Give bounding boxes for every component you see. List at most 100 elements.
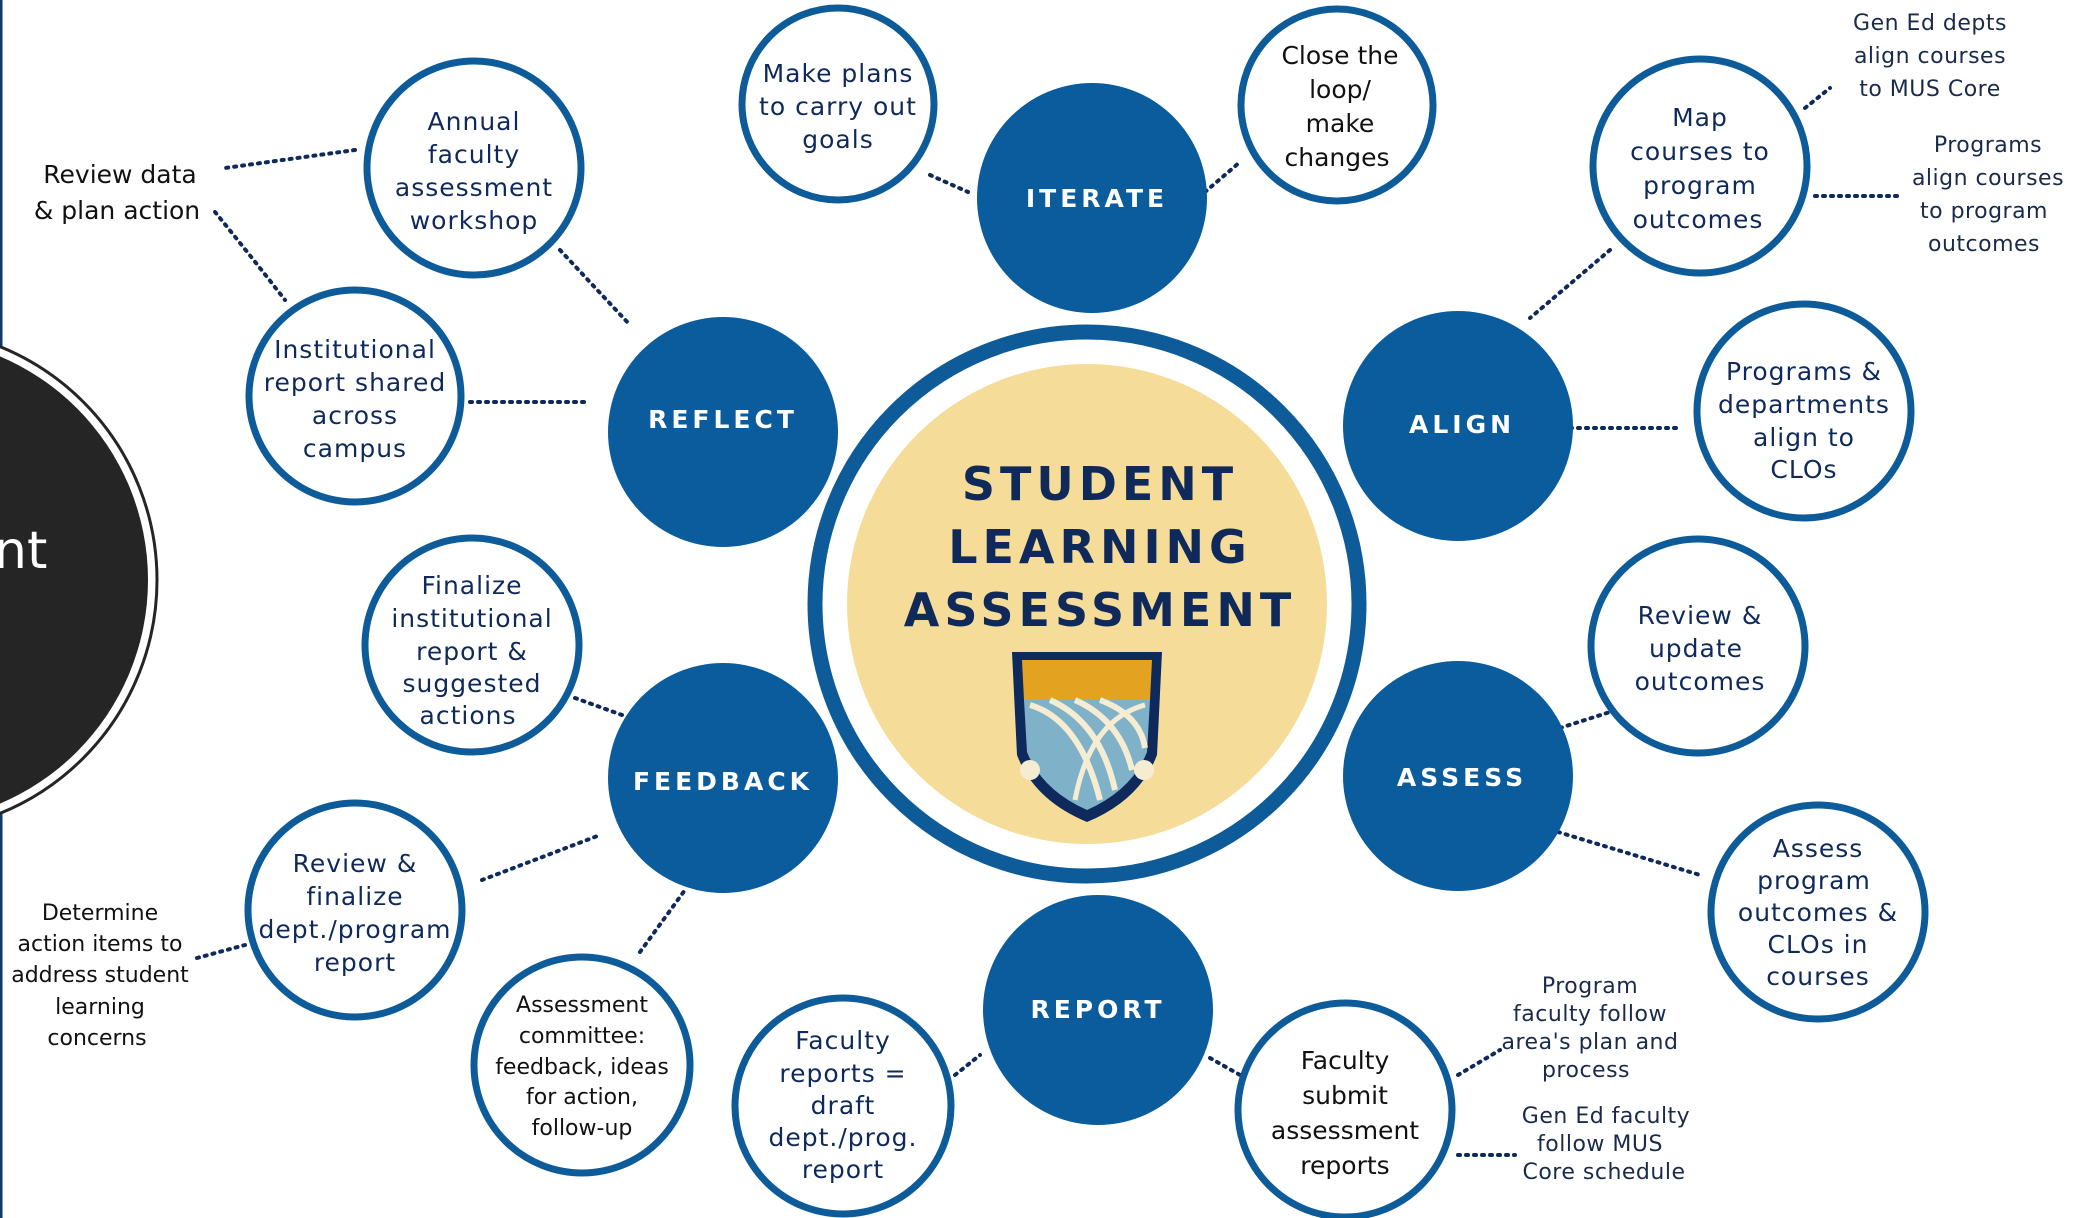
satellite-institutional-report-line-4: campus xyxy=(303,434,407,463)
satellite-faculty-submit-line-1: Faculty xyxy=(1301,1046,1390,1075)
note-determine-items-line-2: action items to xyxy=(18,932,183,957)
satellite-faculty-submit-line-2: submit xyxy=(1302,1081,1388,1110)
hub-reflect-label: REFLECT xyxy=(648,405,798,434)
partial-overlay-circle: nt xyxy=(0,345,159,815)
satellite-close-loop-line-3: make xyxy=(1306,109,1375,138)
satellite-institutional-report-line-1: Institutional xyxy=(274,335,436,364)
satellite-close-loop-line-2: loop/ xyxy=(1309,75,1371,104)
note-review-data-line-1: Review data xyxy=(43,160,196,189)
satellite-annual-workshop: Annual faculty assessment workshop xyxy=(363,57,585,279)
satellite-annual-workshop-line-2: faculty xyxy=(428,140,520,169)
note-determine-items: Determine action items to address studen… xyxy=(11,901,189,1051)
connector-faculty-submit xyxy=(1208,1056,1242,1077)
dotted-connectors xyxy=(195,86,1902,1157)
note-gened-depts-line-2: align courses xyxy=(1854,44,2006,69)
satellite-review-update: Review & update outcomes xyxy=(1587,535,1809,757)
connector-committee xyxy=(638,888,687,954)
note-gened-depts-line-1: Gen Ed depts xyxy=(1853,11,2007,36)
note-review-data: Review data & plan action xyxy=(34,160,200,225)
satellite-institutional-report-line-3: across xyxy=(312,401,398,430)
hub-assess: ASSESS xyxy=(1343,661,1573,891)
note-determine-items-line-5: concerns xyxy=(47,1026,146,1051)
note-programs-align-line-4: outcomes xyxy=(1928,232,2040,257)
satellite-map-courses-line-2: courses to xyxy=(1630,137,1770,166)
satellite-faculty-reports-line-5: report xyxy=(802,1155,884,1184)
connector-finalize xyxy=(573,696,624,717)
satellite-faculty-reports-line-3: draft xyxy=(811,1091,876,1120)
satellite-review-finalize-line-1: Review & xyxy=(293,849,418,878)
note-programs-align-line-3: to program xyxy=(1920,199,2048,224)
hub-assess-label: ASSESS xyxy=(1397,763,1527,792)
note-gened-faculty-line-1: Gen Ed faculty xyxy=(1522,1104,1690,1129)
satellite-faculty-submit-line-4: reports xyxy=(1300,1151,1389,1180)
satellite-review-finalize-line-3: dept./program xyxy=(258,915,451,944)
satellite-annual-workshop-line-3: assessment xyxy=(395,173,553,202)
note-gened-faculty: Gen Ed faculty follow MUS Core schedule xyxy=(1522,1104,1690,1185)
satellite-programs-clos-line-4: CLOs xyxy=(1770,455,1837,484)
satellite-finalize-report-line-1: Finalize xyxy=(421,571,522,600)
satellite-programs-clos: Programs & departments align to CLOs xyxy=(1693,300,1915,522)
satellite-committee-line-1: Assessment xyxy=(516,993,648,1018)
satellite-review-finalize-line-4: report xyxy=(314,948,396,977)
satellite-institutional-report-line-2: report shared xyxy=(264,368,446,397)
satellite-faculty-reports-line-4: dept./prog. xyxy=(768,1123,917,1152)
satellite-faculty-reports-line-2: reports = xyxy=(779,1059,906,1088)
satellite-institutional-report: Institutional report shared across campu… xyxy=(245,286,465,506)
satellite-make-plans-line-3: goals xyxy=(802,125,873,154)
satellite-map-courses-line-4: outcomes xyxy=(1633,205,1764,234)
university-shield-icon xyxy=(1012,652,1162,822)
connector-program-faculty xyxy=(1456,1048,1502,1077)
satellite-review-finalize-line-2: finalize xyxy=(306,882,403,911)
satellite-finalize-report-line-4: suggested xyxy=(402,669,541,698)
satellite-review-update-line-2: update xyxy=(1649,634,1743,663)
connector-review-data-bottom xyxy=(213,210,287,302)
center-title-line-3: ASSESSMENT xyxy=(904,583,1296,637)
hub-feedback: FEEDBACK xyxy=(608,663,838,893)
note-program-faculty-line-3: area's plan and xyxy=(1502,1030,1679,1055)
satellite-committee-line-5: follow-up xyxy=(532,1116,633,1141)
satellite-faculty-reports-line-1: Faculty xyxy=(795,1026,891,1055)
satellite-assess-program-line-2: program xyxy=(1757,866,1871,895)
note-gened-depts-line-3: to MUS Core xyxy=(1859,77,2001,102)
hub-reflect: REFLECT xyxy=(608,317,838,547)
connector-make-plans xyxy=(928,173,970,194)
connector-map-courses xyxy=(1528,248,1612,320)
satellite-annual-workshop-line-1: Annual xyxy=(428,107,521,136)
connector-review-data-top xyxy=(223,148,357,170)
satellite-finalize-report: Finalize institutional report & suggeste… xyxy=(361,534,583,756)
satellite-committee-line-3: feedback, ideas xyxy=(495,1055,669,1080)
satellite-programs-clos-line-1: Programs & xyxy=(1726,357,1882,386)
hub-align: ALIGN xyxy=(1343,311,1573,541)
note-determine-items-line-3: address student xyxy=(11,963,189,988)
satellite-faculty-reports: Faculty reports = draft dept./prog. repo… xyxy=(731,994,955,1218)
satellite-faculty-submit-line-3: assessment xyxy=(1271,1116,1419,1145)
partial-overlay-text: nt xyxy=(0,521,47,581)
satellite-finalize-report-line-5: actions xyxy=(420,701,517,730)
connector-gened-depts xyxy=(1803,86,1832,110)
note-program-faculty-line-1: Program xyxy=(1542,974,1638,999)
hub-iterate: ITERATE xyxy=(977,83,1207,313)
note-review-data-line-2: & plan action xyxy=(34,196,200,225)
satellite-committee-line-4: for action, xyxy=(526,1085,638,1110)
center-circle: STUDENT LEARNING ASSESSMENT xyxy=(807,324,1367,884)
satellite-close-loop-line-1: Close the xyxy=(1281,41,1398,70)
note-programs-align-line-1: Programs xyxy=(1934,133,2042,158)
satellite-faculty-submit: Faculty submit assessment reports xyxy=(1234,999,1456,1218)
note-program-faculty-line-2: faculty follow xyxy=(1513,1002,1667,1027)
satellite-map-courses-line-3: program xyxy=(1643,171,1757,200)
hub-report: REPORT xyxy=(983,895,1213,1125)
note-determine-items-line-1: Determine xyxy=(42,901,158,926)
center-title-line-2: LEARNING xyxy=(948,520,1252,574)
satellite-review-finalize: Review & finalize dept./program report xyxy=(244,799,466,1021)
connector-close-loop xyxy=(1203,160,1242,194)
connector-faculty-reports xyxy=(953,1053,982,1077)
connector-review-update xyxy=(1558,710,1612,730)
satellite-assess-program-line-3: outcomes & xyxy=(1738,898,1898,927)
satellite-committee-line-2: committee: xyxy=(519,1024,645,1049)
connector-review-finalize xyxy=(480,833,602,882)
satellite-review-update-line-3: outcomes xyxy=(1635,667,1766,696)
note-programs-align-line-2: align courses xyxy=(1912,166,2064,191)
note-program-faculty-line-4: process xyxy=(1542,1058,1630,1083)
hub-iterate-label: ITERATE xyxy=(1026,184,1168,213)
